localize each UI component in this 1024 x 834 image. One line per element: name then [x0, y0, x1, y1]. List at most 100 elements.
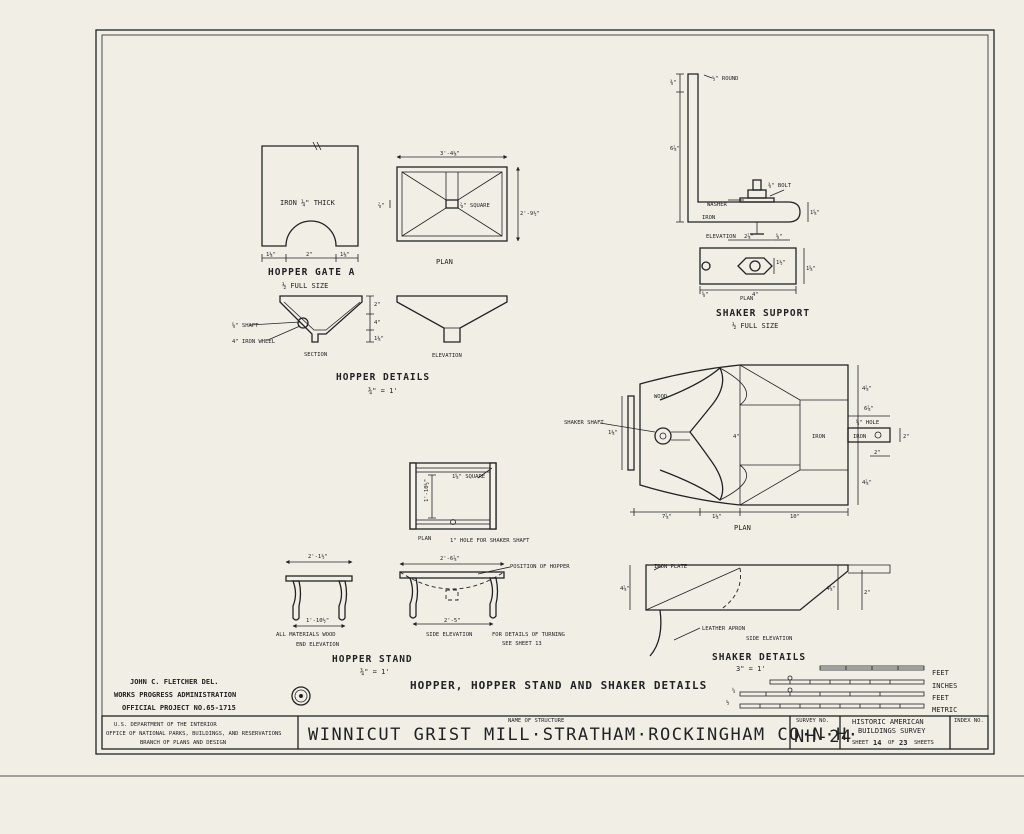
- shaker-plan-wood: WOOD: [654, 394, 667, 400]
- shaker-support-dim-plan-width: 1⅝": [806, 265, 816, 272]
- hopper-stand-title: HOPPER STAND: [332, 654, 413, 665]
- sheet-number: 14: [873, 739, 881, 747]
- stand-side-dim-top: 2'-6⅞": [440, 555, 460, 562]
- hopper-gate-title: HOPPER GATE A: [268, 267, 355, 278]
- hopper-plan-dim-depth: 2'-9½": [520, 210, 540, 217]
- index-label: INDEX NO.: [954, 718, 984, 724]
- hopper-section-dim-a: 2": [374, 302, 381, 308]
- stand-plan-square: 1⅝" SQUARE: [452, 473, 485, 480]
- shaker-support-dim-base: 2⅞": [744, 233, 754, 240]
- shaker-plan-dim-upper: 4⅞": [862, 385, 872, 392]
- shaker-support-round: ½" ROUND: [712, 75, 739, 82]
- stand-end-label: END ELEVATION: [296, 642, 339, 648]
- shaker-plan-dim-end: 2": [874, 450, 881, 456]
- of-word: OF: [888, 740, 895, 746]
- shaker-support-dim-nut: 1½": [776, 259, 786, 266]
- title-block-frame: [101, 715, 989, 750]
- stand-side-dim-bottom: 2'-5": [444, 618, 461, 624]
- title-dept-3: BRANCH OF PLANS AND DESIGN: [140, 740, 226, 746]
- hopper-stand-scale: ¾" = 1': [360, 668, 390, 676]
- survey-label: SURVEY NO.: [796, 718, 829, 724]
- title-dept-2: OFFICE OF NATIONAL PARKS, BUILDINGS, AND…: [106, 731, 282, 737]
- scale-unit-feet-2: FEET: [932, 694, 950, 702]
- shaker-support-dim-thick: 1⅝": [810, 209, 820, 216]
- shaker-support-elevation-label: ELEVATION: [706, 234, 736, 240]
- sheet-total: 23: [899, 739, 907, 747]
- sheet-title: HOPPER, HOPPER STAND AND SHAKER DETAILS: [410, 679, 707, 692]
- shaker-plan-drawing: [599, 364, 901, 516]
- shaker-support-dim-height: 6⅞": [670, 145, 680, 152]
- stand-plan-hole: 1" HOLE FOR SHAKER SHAFT: [450, 538, 530, 544]
- hopper-section-dim-c: 1⅛": [374, 335, 384, 342]
- shaker-plan-dim-mid: 4": [733, 434, 740, 440]
- scale-mark-quarter: ¼: [732, 688, 735, 694]
- credit-project: OFFICIAL PROJECT NO.65-1715: [122, 704, 236, 712]
- shaker-side-apron: LEATHER APRON: [702, 626, 745, 632]
- shaker-details-title: SHAKER DETAILS: [712, 652, 806, 663]
- hopper-gate-dim-left: 1⅛": [266, 251, 276, 258]
- hopper-section-wheel: 4" IRON WHEEL: [232, 339, 276, 345]
- scale-mark-half: ½: [726, 699, 729, 706]
- shaker-side-label: SIDE ELEVATION: [746, 636, 792, 642]
- shaker-plan-dim-c: 10": [790, 514, 800, 520]
- scale-unit-inches: INCHES: [932, 682, 957, 690]
- shaker-support-title: SHAKER SUPPORT: [716, 308, 810, 319]
- credit-wpa: WORKS PROGRESS ADMINISTRATION: [114, 691, 236, 699]
- stand-end-materials: ALL MATERIALS WOOD: [276, 632, 336, 638]
- stand-end-dim-bottom: 1'-10½": [306, 617, 329, 624]
- stand-side-turning-2: SEE SHEET 13: [502, 641, 542, 647]
- stand-side-label: SIDE ELEVATION: [426, 632, 472, 638]
- shaker-side-iron-plate: IRON PLATE: [654, 564, 687, 570]
- scale-unit-metric: METRIC: [932, 706, 957, 714]
- credit-delineator: JOHN C. FLETCHER DEL.: [130, 678, 219, 686]
- shaker-support-dim-plan-length: 4": [752, 292, 759, 298]
- shaker-plan-iron: IRON: [812, 434, 825, 440]
- scale-bars: [739, 665, 925, 709]
- shaker-support-iron: IRON: [702, 215, 715, 221]
- shaker-details-scale: 3" = 1': [736, 665, 766, 673]
- shaker-plan-dim-a: 7⅞": [662, 513, 672, 520]
- hopper-gate-scale: ½ FULL SIZE: [282, 282, 328, 290]
- hopper-gate-drawing: [261, 141, 359, 262]
- stand-side-position: POSITION OF HOPPER: [510, 564, 570, 570]
- hopper-gate-dim-mid: 2": [306, 252, 313, 258]
- shaker-support-drawing: [676, 73, 809, 294]
- hopper-plan-dim-small: ⅞": [378, 202, 385, 209]
- habs-line-1: HISTORIC AMERICAN: [852, 718, 924, 726]
- hopper-plan-dim-width: 3'-4⅛": [440, 150, 460, 157]
- hopper-gate-note: IRON ¼" THICK: [280, 199, 336, 207]
- shaker-support-plan-label: PLAN: [740, 296, 753, 302]
- shaker-plan-dim-bar: 6⅞": [864, 405, 874, 412]
- hopper-section-shaft: ⅝" SHAFT: [232, 322, 259, 329]
- shaker-side-dim-left: 4⅞": [620, 585, 630, 592]
- shaker-support-scale: ½ FULL SIZE: [732, 322, 778, 330]
- shaker-side-dim-right: 2": [864, 590, 871, 596]
- hopper-gate-dim-right: 1⅛": [340, 251, 350, 258]
- hopper-section-dim-b: 4": [374, 320, 381, 326]
- hopper-details-scale: ¾" = 1': [368, 387, 398, 395]
- shaker-support-dim-end: ⅝": [776, 233, 783, 240]
- inner-border: [101, 34, 989, 750]
- hopper-elevation-drawing: [396, 295, 508, 343]
- shaker-plan-dim-bar-w: 2": [903, 434, 910, 440]
- shaker-support-dim-top: ⅜": [670, 79, 677, 86]
- title-dept-1: U.S. DEPARTMENT OF THE INTERIOR: [114, 722, 217, 728]
- shaker-plan-label: PLAN: [734, 524, 751, 532]
- stand-plan-label: PLAN: [418, 536, 431, 542]
- hopper-elevation-label: ELEVATION: [432, 353, 462, 359]
- hopper-plan-note: ⅞" SQUARE: [460, 202, 490, 209]
- shaker-side-drawing: [629, 564, 891, 657]
- hopper-section-drawing: [249, 295, 374, 343]
- shaker-support-dim-hole: ⅝": [702, 291, 709, 298]
- stand-plan-drawing: [409, 462, 497, 530]
- hopper-plan-label: PLAN: [436, 258, 453, 266]
- scale-unit-feet-1: FEET: [932, 669, 950, 677]
- stand-plan-dim: 1'-10½": [423, 479, 430, 502]
- hopper-plan-drawing: [389, 155, 520, 242]
- sheets-word: SHEETS: [914, 740, 934, 746]
- title-name-label: NAME OF STRUCTURE: [508, 718, 564, 724]
- stand-end-drawing: [285, 560, 353, 628]
- shaker-plan-dim-lower: 4⅞": [862, 479, 872, 486]
- shaker-support-bolt: ⅜" BOLT: [768, 182, 792, 189]
